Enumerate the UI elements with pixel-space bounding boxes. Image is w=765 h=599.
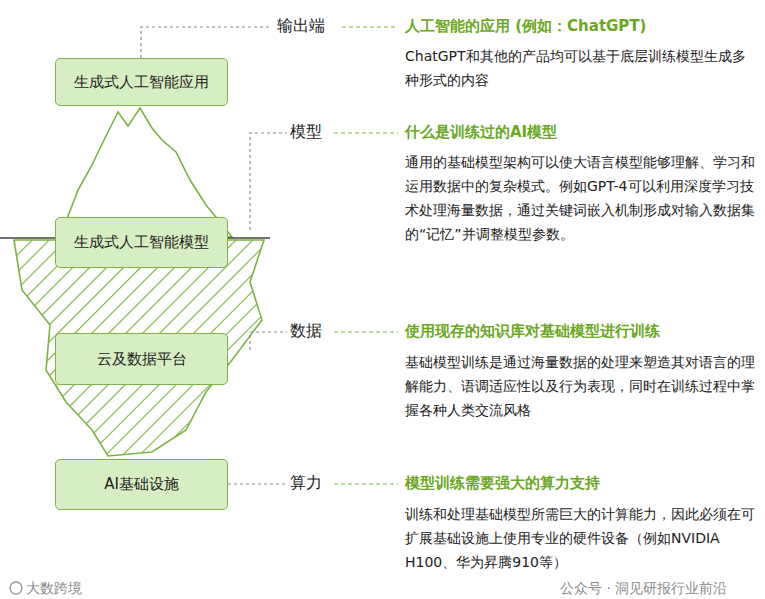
box-label: AI基础设施 bbox=[104, 475, 179, 494]
body-text: 通用的基础模型架构可以使大语言模型能够理解、学习和运用数据中的复杂模式。例如GP… bbox=[405, 150, 755, 246]
body-text: 训练和处理基础模型所需巨大的计算能力，因此必须在可扩展基础设施上使用专业的硬件设… bbox=[405, 502, 755, 574]
section-heading: 模型训练需要强大的算力支持 bbox=[405, 474, 600, 493]
part-name: 模型 bbox=[287, 122, 325, 143]
watermark: 大数跨境 bbox=[26, 580, 82, 598]
body-text: 基础模型训练是通过海量数据的处理来塑造其对语言的理解能力、语调适应性以及行为表现… bbox=[405, 350, 755, 422]
part-name: 输出端 bbox=[274, 16, 328, 37]
section-heading: 什么是训练过的AI模型 bbox=[405, 123, 557, 142]
box-label: 生成式人工智能模型 bbox=[74, 233, 209, 252]
body-text: ChatGPT和其他的产品均可以基于底层训练模型生成多种形式的内容 bbox=[405, 44, 755, 92]
iceberg-bottom bbox=[14, 240, 264, 456]
watermark-icon bbox=[10, 582, 22, 594]
process-box: 生成式人工智能应用 bbox=[55, 58, 228, 106]
box-label: 云及数据平台 bbox=[97, 350, 187, 369]
watermark: 公众号 · 洞见研报行业前沿 bbox=[560, 580, 727, 598]
part-name: 数据 bbox=[287, 321, 325, 342]
heading-leaders bbox=[334, 27, 398, 484]
process-box: 云及数据平台 bbox=[55, 333, 228, 385]
part-name: 算力 bbox=[287, 473, 325, 494]
section-heading: 使用现存的知识库对基础模型进行训练 bbox=[405, 322, 660, 341]
section-heading: 人工智能的应用 (例如：ChatGPT) bbox=[405, 17, 646, 36]
box-label: 生成式人工智能应用 bbox=[74, 73, 209, 92]
process-box: 生成式人工智能模型 bbox=[55, 217, 228, 268]
process-box: AI基础设施 bbox=[55, 459, 228, 510]
